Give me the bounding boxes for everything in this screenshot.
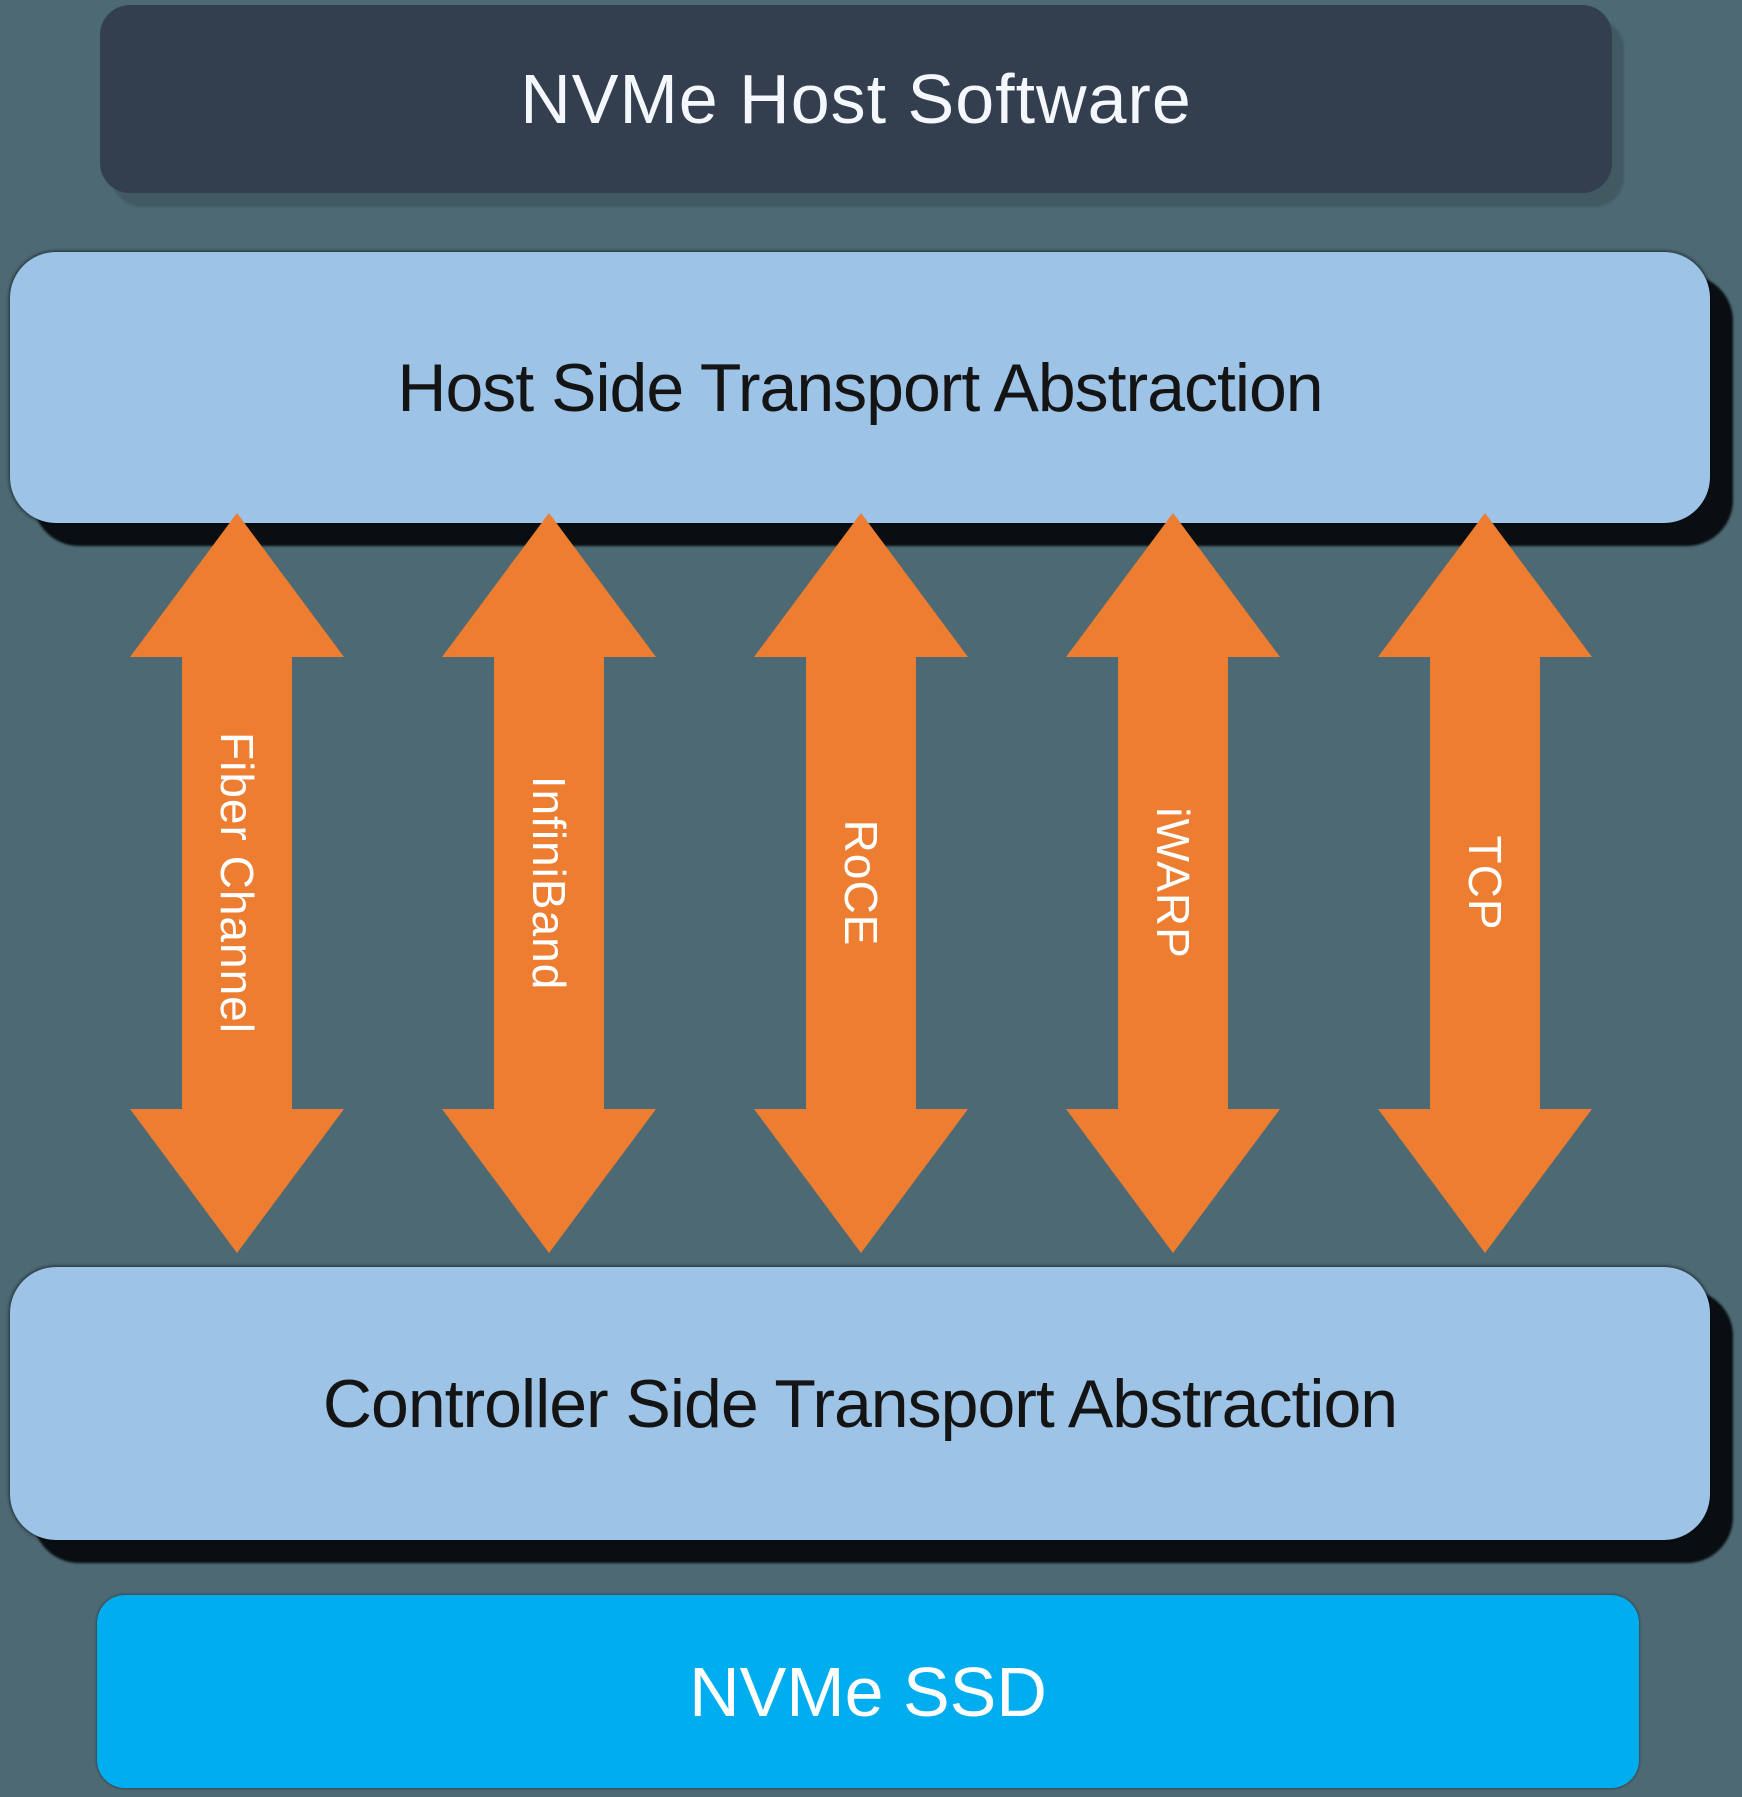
- infiniband-label: InfiniBand: [523, 775, 575, 991]
- transport-arrow-infiniband: InfiniBand: [442, 513, 656, 1253]
- host-side-transport-abstraction-label: Host Side Transport Abstraction: [397, 349, 1323, 426]
- iwarp-label: iWARP: [1147, 807, 1199, 959]
- controller-side-transport-abstraction-box: Controller Side Transport Abstraction: [10, 1267, 1710, 1540]
- transport-arrow-roce: RoCE: [754, 513, 968, 1253]
- nvme-ssd-box: NVMe SSD: [97, 1595, 1639, 1788]
- double-arrow-icon: [442, 513, 656, 1253]
- nvme-host-software-box: NVMe Host Software: [100, 5, 1612, 193]
- nvme-ssd-label: NVMe SSD: [689, 1652, 1047, 1731]
- nvme-host-software-label: NVMe Host Software: [520, 60, 1192, 138]
- transport-arrow-fiber-channel: Fiber Channel: [130, 513, 344, 1253]
- tcp-label: TCP: [1459, 835, 1511, 931]
- controller-side-transport-abstraction-label: Controller Side Transport Abstraction: [322, 1365, 1398, 1442]
- fiber-channel-label: Fiber Channel: [211, 732, 263, 1034]
- double-arrow-icon: [1066, 513, 1280, 1253]
- double-arrow-icon: [754, 513, 968, 1253]
- double-arrow-icon: [130, 513, 344, 1253]
- transport-arrow-iwarp: iWARP: [1066, 513, 1280, 1253]
- roce-label: RoCE: [835, 819, 887, 947]
- host-side-transport-abstraction-box: Host Side Transport Abstraction: [10, 252, 1710, 523]
- double-arrow-icon: [1378, 513, 1592, 1253]
- transport-arrow-tcp: TCP: [1378, 513, 1592, 1253]
